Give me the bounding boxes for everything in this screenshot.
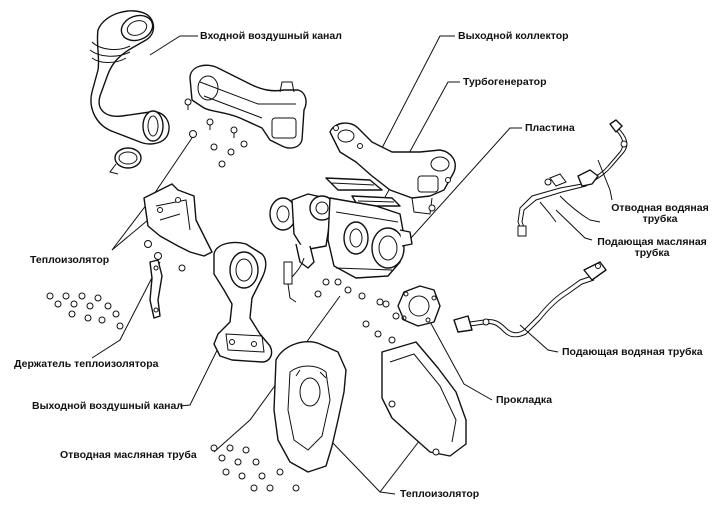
label-exhaust-manifold: Выходной коллектор	[458, 30, 569, 42]
heat-shield-bottom-part	[273, 341, 347, 473]
gasket-part	[362, 285, 441, 344]
label-water-return-pipe-1: Отводная водяная	[611, 202, 709, 214]
inlet-air-duct-part	[189, 64, 307, 149]
label-oil-feed-pipe-2: трубка	[634, 247, 670, 259]
label-oil-feed-pipe-1: Подающая масляная	[597, 236, 707, 248]
turbocharger-part	[269, 193, 413, 306]
water-return-and-oil-feed-pipes	[517, 119, 628, 237]
hose-clamp	[109, 147, 142, 175]
label-heat-shield-left: Теплоизолятор	[30, 254, 110, 266]
inlet-air-hose	[89, 10, 170, 145]
leader-exhaust-manifold	[381, 35, 455, 149]
label-water-feed-pipe: Подающая водяная трубка	[562, 346, 703, 358]
leader-heat-shield-bottom-b	[379, 439, 421, 493]
leader-oil-return-pipe	[213, 295, 341, 453]
heat-shield-left-part	[143, 183, 213, 257]
heat-shield-holder-part	[144, 240, 186, 319]
water-feed-pipe-part	[453, 261, 607, 338]
leader-heat-shield-holder	[91, 261, 161, 359]
label-heat-shield-bottom: Теплоизолятор	[400, 488, 480, 500]
bottom-bolts	[210, 444, 300, 492]
label-turbocharger: Турбогенератор	[463, 76, 547, 88]
leader-oil-feed-pipe	[555, 209, 593, 241]
leader-water-feed-pipe	[519, 324, 559, 353]
label-heat-shield-holder: Держатель теплоизолятора	[14, 358, 159, 370]
leader-water-return-pipe	[597, 159, 613, 201]
exhaust-manifold-part	[329, 122, 456, 215]
label-gasket: Прокладка	[496, 394, 553, 406]
leader-gasket	[415, 295, 493, 401]
label-water-return-pipe-2: трубка	[642, 213, 678, 225]
leader-plate	[383, 127, 522, 269]
label-outlet-air-duct: Выходной воздушный канал	[32, 400, 184, 412]
label-inlet-air-duct: Входной воздушный канал	[200, 30, 342, 42]
plate-heat-shield-part	[381, 341, 467, 457]
holder-nuts-and-washers	[46, 292, 124, 330]
leader-inlet-air-duct	[149, 35, 198, 56]
label-plate: Пластина	[525, 122, 575, 134]
inlet-duct-bolts	[184, 98, 248, 168]
outlet-air-duct-part	[213, 241, 273, 363]
label-oil-return-pipe: Отводная масляная труба	[60, 449, 197, 461]
